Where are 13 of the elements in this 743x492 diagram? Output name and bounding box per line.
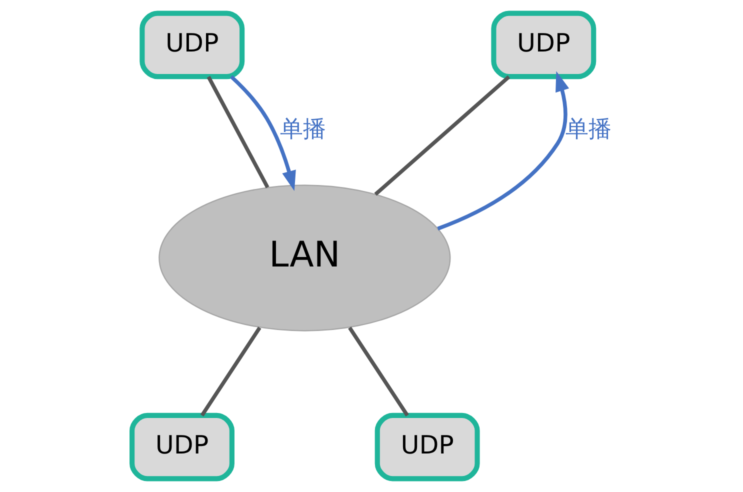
arrow <box>436 71 569 230</box>
node-box: UDP <box>490 10 596 80</box>
connector <box>374 75 510 196</box>
edge-label: 单播 <box>279 116 326 142</box>
node-box: UDP <box>374 412 480 482</box>
arrow <box>229 75 296 192</box>
connector <box>200 326 261 416</box>
node-box: UDP <box>139 10 244 80</box>
node-ellipse: LAN <box>158 184 450 332</box>
connector <box>348 326 408 416</box>
node-box: UDP <box>129 412 234 482</box>
edge-label: 单播 <box>565 116 612 142</box>
connector <box>206 76 269 188</box>
